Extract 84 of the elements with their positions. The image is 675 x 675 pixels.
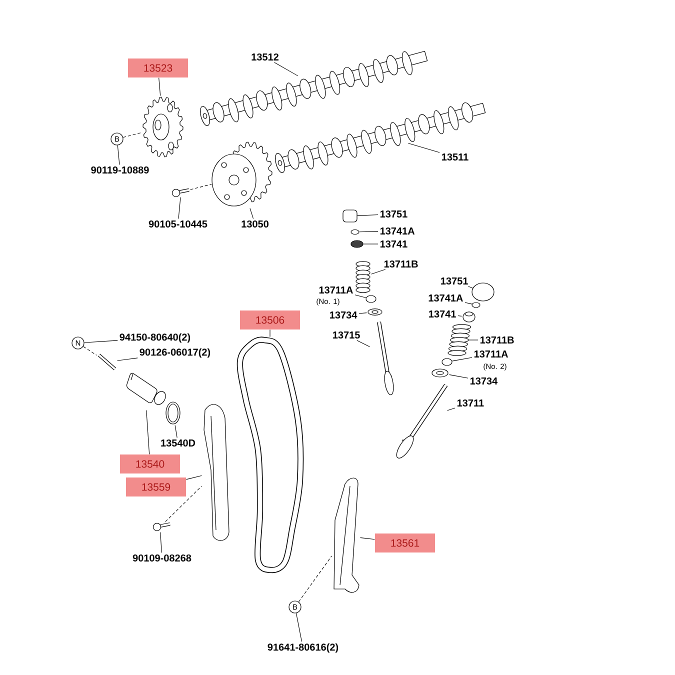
valve-drawing xyxy=(396,384,448,458)
seal-drawing xyxy=(368,308,382,316)
seat xyxy=(366,295,376,303)
leader-line xyxy=(359,231,378,232)
leader-line xyxy=(186,475,202,480)
part-number: 13741 xyxy=(429,310,456,318)
part-number: 13751 xyxy=(380,210,408,218)
camshaft-drawing xyxy=(200,50,428,126)
part-number: 91641-80616(2) xyxy=(268,643,338,653)
leader-line xyxy=(360,537,375,540)
sprocket-drawing xyxy=(142,96,184,158)
stud-drawing xyxy=(98,354,116,370)
chain-guide-drawing xyxy=(334,478,360,593)
part-number: 13711B xyxy=(384,260,418,268)
part-number: 13741 xyxy=(380,240,408,248)
leader-line xyxy=(250,208,254,219)
part-number: 13540D xyxy=(161,439,196,447)
highlighted-part-number: 13506 xyxy=(240,310,300,330)
spring-drawing xyxy=(356,261,370,293)
dashed-leader-line xyxy=(298,556,332,602)
highlighted-part-number: 13559 xyxy=(126,478,186,496)
part-number: 13734 xyxy=(330,311,358,319)
dashed-leader-line xyxy=(122,132,142,138)
leader-line xyxy=(146,410,150,454)
spring-drawing xyxy=(448,324,472,356)
part-number: 90105-10445 xyxy=(148,220,208,228)
keeper xyxy=(350,229,360,235)
part-number: 90109-08268 xyxy=(132,554,192,562)
highlighted-part-number: 13540 xyxy=(120,454,180,474)
leader-line xyxy=(274,62,298,76)
dashed-leader-line xyxy=(83,346,97,356)
leader-line xyxy=(468,286,474,288)
leader-line xyxy=(178,197,181,219)
leader-line xyxy=(117,145,120,165)
part-number: 13741A xyxy=(428,294,463,302)
part-number: 13751 xyxy=(441,277,468,285)
leader-line xyxy=(296,612,302,642)
leader-line xyxy=(84,340,118,343)
cap xyxy=(472,282,494,302)
leader-line xyxy=(452,357,472,362)
part-number: 13512 xyxy=(252,53,278,61)
valve-drawing xyxy=(377,322,394,396)
leader-line xyxy=(358,312,367,314)
part-number: 90126-06017(2) xyxy=(140,348,210,358)
leader-line xyxy=(158,78,161,96)
seal-drawing xyxy=(432,368,448,378)
cap xyxy=(342,210,358,222)
leader-line xyxy=(464,302,472,304)
seat xyxy=(442,358,452,366)
leader-line xyxy=(357,214,378,216)
gear-drawing xyxy=(212,142,272,206)
dashed-leader-line xyxy=(190,184,212,190)
part-number: 13711 xyxy=(457,399,484,407)
chain-guide-drawing xyxy=(204,404,230,541)
retainer xyxy=(350,240,364,248)
keeper xyxy=(472,302,480,308)
o-ring-drawing xyxy=(166,402,180,424)
part-number: 94150-80640(2) xyxy=(120,333,190,343)
highlighted-part-number: 13523 xyxy=(128,58,188,78)
leader-line xyxy=(371,269,386,274)
retainer-drawing xyxy=(462,312,476,322)
part-number: 90119-10889 xyxy=(91,166,149,174)
highlighted-part-number: 13561 xyxy=(375,534,435,552)
leader-line xyxy=(449,374,468,378)
dashed-leader-line xyxy=(165,486,202,522)
camshaft-drawing xyxy=(275,102,486,174)
leader-line xyxy=(117,358,138,361)
part-number: 13741A xyxy=(380,227,415,235)
bolt-drawing xyxy=(172,188,190,198)
part-number: 13050 xyxy=(242,220,268,228)
leader-line xyxy=(447,408,456,411)
leader-line xyxy=(160,532,162,553)
leader-line xyxy=(356,340,370,348)
tensioner-drawing xyxy=(126,372,166,405)
part-number: 13715 xyxy=(333,331,360,339)
part-number: 13734 xyxy=(470,377,498,385)
part-number: 13711B xyxy=(480,336,514,344)
timing-chain-drawing xyxy=(236,336,304,574)
part-number: 13711A xyxy=(474,350,508,358)
part-number: 13711A xyxy=(319,286,353,294)
leader-line xyxy=(354,294,366,298)
leader-line xyxy=(174,425,178,438)
part-number: 13511 xyxy=(442,153,468,161)
bolt-drawing xyxy=(152,522,170,532)
